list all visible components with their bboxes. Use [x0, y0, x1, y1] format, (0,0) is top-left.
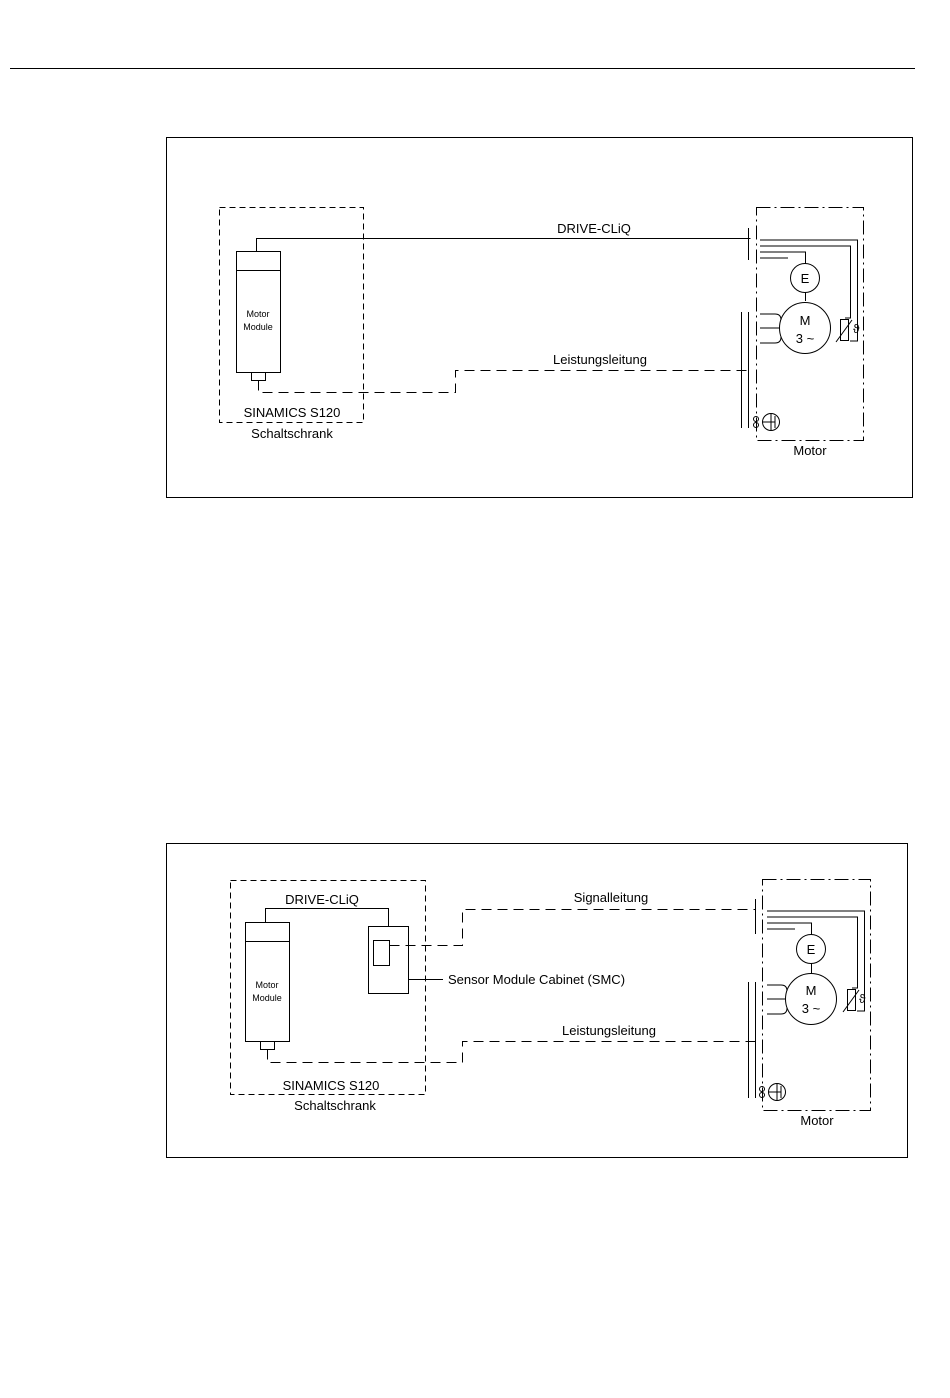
- motor-label: Motor: [793, 443, 827, 458]
- encoder-label: E: [801, 271, 810, 286]
- cabinet-label: Schaltschrank: [251, 426, 333, 441]
- motor-symbol-label-1: M: [806, 983, 817, 998]
- smc-connector: [374, 941, 390, 966]
- ground-symbol: [754, 414, 780, 431]
- ground-symbol: [760, 1084, 786, 1101]
- motor-module-label-1: Motor: [255, 980, 278, 990]
- signal-cable-label: Signalleitung: [574, 890, 648, 905]
- motor-module-label-2: Module: [252, 993, 282, 1003]
- power-cable: [268, 1042, 756, 1063]
- power-cable: [259, 371, 749, 393]
- sinamics-label: SINAMICS S120: [244, 405, 341, 420]
- motor-module-label-2: Module: [243, 322, 273, 332]
- diagram-1: Motor Module DRIVE-CLiQ Leistungsleitung…: [0, 0, 950, 520]
- motor-symbol: [786, 974, 837, 1025]
- drive-cliq-label: DRIVE-CLiQ: [285, 892, 359, 907]
- power-cable-label: Leistungsleitung: [562, 1023, 656, 1038]
- drive-cliq-label: DRIVE-CLiQ: [557, 221, 631, 236]
- signal-cable: [390, 910, 756, 946]
- motor-symbol-label-2: 3 ~: [802, 1001, 821, 1016]
- theta-symbol: ϑ: [853, 322, 860, 336]
- theta-symbol: ϑ: [859, 992, 866, 1006]
- motor-module-connector: [252, 373, 266, 381]
- motor-label: Motor: [800, 1113, 834, 1128]
- motor-symbol-label-2: 3 ~: [796, 331, 815, 346]
- diagram-2: Motor Module DRIVE-CLiQ Sensor Module Ca…: [0, 820, 950, 1180]
- motor-symbol-label-1: M: [800, 313, 811, 328]
- drive-cliq-cable: [257, 239, 751, 252]
- smc-label: Sensor Module Cabinet (SMC): [448, 972, 625, 987]
- sinamics-label: SINAMICS S120: [283, 1078, 380, 1093]
- encoder-label: E: [807, 942, 816, 957]
- motor-module-label-1: Motor: [246, 309, 269, 319]
- motor-module-connector: [261, 1042, 275, 1050]
- power-cable-label: Leistungsleitung: [553, 352, 647, 367]
- cabinet-label: Schaltschrank: [294, 1098, 376, 1113]
